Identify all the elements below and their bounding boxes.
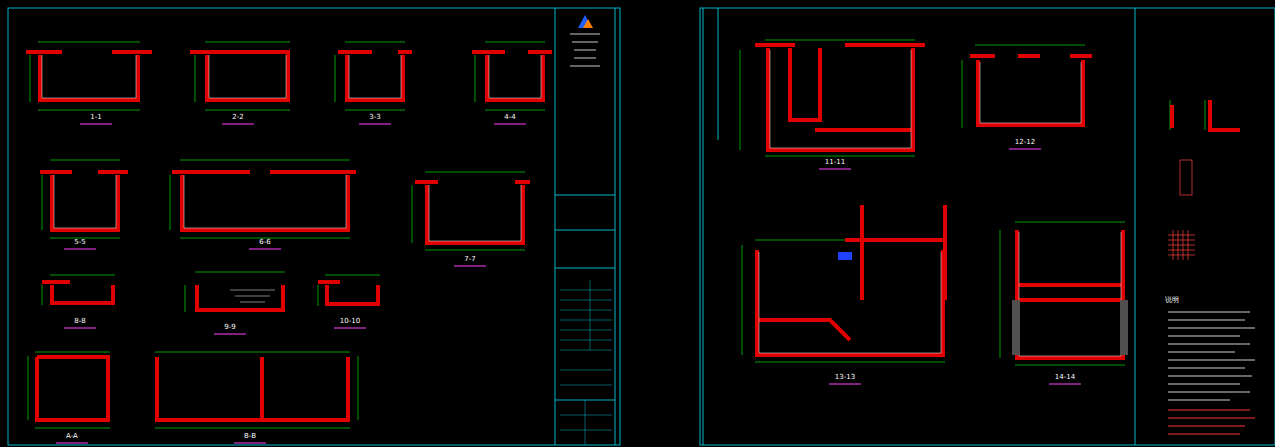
section-label: 9-9 [223, 324, 236, 331]
section-label: 7-7 [463, 256, 476, 263]
section-label: B-B [243, 433, 257, 440]
section-label: 说明 [1164, 297, 1180, 304]
section-label: 3-3 [368, 114, 381, 121]
section-label: 8-8 [73, 318, 86, 325]
section-label: 12-12 [1014, 139, 1036, 146]
section-label: A-A [65, 433, 79, 440]
section-label: 13-13 [834, 374, 856, 381]
section-label: 6-6 [258, 239, 271, 246]
section-label: 2-2 [231, 114, 244, 121]
section-label: 14-14 [1054, 374, 1076, 381]
section-label: 1-1 [89, 114, 102, 121]
section-label: 11-11 [824, 159, 846, 166]
section-label: 4-4 [503, 114, 516, 121]
section-label: 10-10 [339, 318, 361, 325]
section-label: 5-5 [73, 239, 86, 246]
